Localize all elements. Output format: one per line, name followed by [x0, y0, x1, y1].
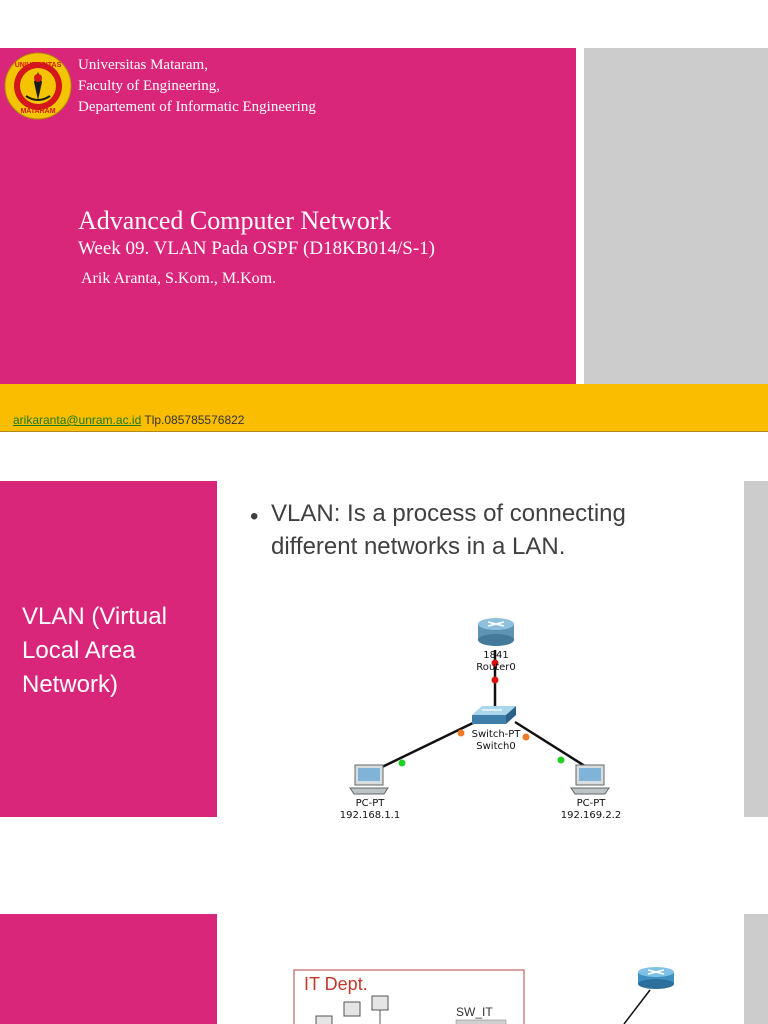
link-status-dot — [491, 676, 499, 684]
vlan-slide-panel — [0, 481, 217, 817]
email-link[interactable]: arikaranta@unram.ac.id — [13, 413, 142, 427]
bullet-icon: • — [250, 503, 259, 530]
course-title: Advanced Computer Network — [78, 206, 392, 235]
department-name: Departement of Informatic Engineering — [78, 99, 316, 115]
university-name: Universitas Mataram, — [78, 57, 208, 73]
router-icon — [638, 967, 674, 989]
pc-right-label: PC-PT — [577, 798, 607, 809]
it-dept-box — [293, 969, 525, 1024]
slide3-panel — [0, 914, 217, 1024]
vlan-definition: VLAN: Is a process of connecting differe… — [271, 500, 626, 560]
switch-label: SW_IT — [456, 1005, 493, 1019]
link-status-dot — [457, 729, 465, 737]
router-name-label: Router0 — [476, 662, 516, 673]
pc-right-ip: 192.169.2.2 — [561, 810, 621, 821]
switch-pc-left-link — [379, 720, 476, 770]
switch-icon[interactable] — [472, 706, 516, 724]
author-name: Arik Aranta, S.Kom., M.Kom. — [81, 270, 277, 287]
pc-right-icon[interactable] — [570, 764, 610, 795]
pc-left-ip: 192.168.1.1 — [340, 810, 400, 821]
seal-top-text: UNIVERSITAS — [15, 62, 62, 69]
title-slide-side-panel — [584, 48, 768, 384]
switch-pc-right-link — [514, 720, 589, 770]
pc-group-icon — [315, 995, 389, 1024]
link-status-dot — [491, 659, 499, 667]
router-model-label: 1841 — [483, 650, 508, 661]
it-dept-diagram: IT Dept. SW_IT — [293, 967, 674, 1024]
router-icon[interactable] — [478, 618, 514, 646]
link-status-dot — [557, 756, 565, 764]
network-topology-diagram: 1841 Router0 Switch-PT Switch0 PC-PT 192… — [340, 618, 621, 821]
divider — [0, 431, 768, 432]
switch-icon — [455, 1019, 507, 1024]
phone-number: Tlp.085785576822 — [144, 413, 245, 427]
seal-bottom-text: MATARAM — [20, 108, 55, 115]
vlan-slide-side-panel — [744, 481, 768, 817]
slide3-side-panel — [744, 914, 768, 1024]
week-subtitle: Week 09. VLAN Pada OSPF (D18KB014/S-1) — [78, 238, 436, 259]
switch-model-label: Switch-PT — [472, 729, 522, 740]
pc-left-label: PC-PT — [356, 798, 386, 809]
faculty-name: Faculty of Engineering, — [78, 78, 221, 94]
switch-name-label: Switch0 — [476, 741, 515, 752]
router-link — [623, 989, 651, 1024]
university-seal-icon: UNIVERSITAS MATARAM — [4, 52, 72, 120]
contact-info: arikaranta@unram.ac.id Tlp.085785576822 — [13, 413, 244, 427]
link-status-dot — [522, 733, 530, 741]
vlan-slide-title: VLAN (Virtual Local Area Network) — [22, 603, 167, 698]
pc-left-icon[interactable] — [349, 764, 389, 795]
title-slide-panel — [0, 48, 576, 384]
it-dept-label: IT Dept. — [304, 974, 368, 994]
link-status-dot — [398, 759, 406, 767]
contact-bar — [0, 384, 768, 432]
